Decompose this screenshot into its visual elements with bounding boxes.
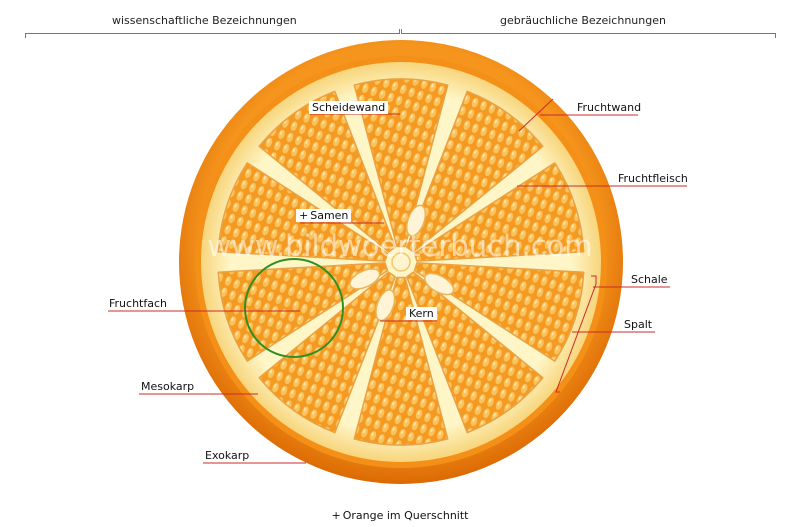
segment [353, 276, 449, 446]
leader-fruchtwand [518, 98, 554, 132]
header-common: gebräuchliche Bezeichnungen [500, 14, 666, 27]
segment [413, 162, 585, 262]
diagram-title[interactable]: +Orange im Querschnitt [0, 509, 800, 522]
label-scheidewand: Scheidewand [309, 101, 389, 114]
label-schale: Schale [628, 273, 671, 286]
segment [406, 271, 544, 434]
label-exokarp: Exokarp [202, 449, 253, 462]
locule-highlight-circle [244, 258, 344, 358]
label-mesokarp: Mesokarp [138, 380, 198, 393]
segment [413, 262, 585, 362]
label-fruchtwand: Fruchtwand [574, 101, 645, 114]
segments-group [217, 78, 585, 446]
label-kern: Kern [406, 307, 437, 320]
leader-lines [108, 98, 687, 464]
segment [406, 90, 544, 253]
link-marker: + [299, 209, 309, 222]
orange-drawing [179, 40, 623, 484]
bracket-tick [25, 33, 26, 38]
seed [349, 268, 381, 290]
bracket-common [401, 33, 775, 34]
watermark-text: www.bildwoerterbuch.com [207, 229, 592, 263]
leader-schale-bracket [555, 275, 597, 393]
seeds-group [349, 204, 455, 322]
bracket-tick [399, 29, 400, 34]
center-core [391, 252, 411, 272]
bracket-tick [775, 33, 776, 38]
seed [423, 272, 455, 296]
seed [406, 204, 427, 237]
label-samen[interactable]: +Samen [296, 209, 352, 222]
diagram-title-text: Orange im Querschnitt [342, 509, 469, 522]
label-fruchtfach: Fruchtfach [106, 297, 170, 310]
segment [258, 271, 396, 434]
segment [258, 90, 396, 253]
bracket-tick [401, 29, 402, 34]
segment [353, 78, 449, 248]
seed [375, 289, 396, 322]
link-marker: + [331, 509, 341, 522]
label-samen-text: Samen [310, 209, 349, 222]
header-scientific: wissenschaftliche Bezeichnungen [112, 14, 297, 27]
label-spalt: Spalt [621, 318, 656, 331]
label-fruchtfleisch: Fruchtfleisch [615, 172, 691, 185]
bracket-scientific [25, 33, 399, 34]
segment [217, 262, 389, 362]
